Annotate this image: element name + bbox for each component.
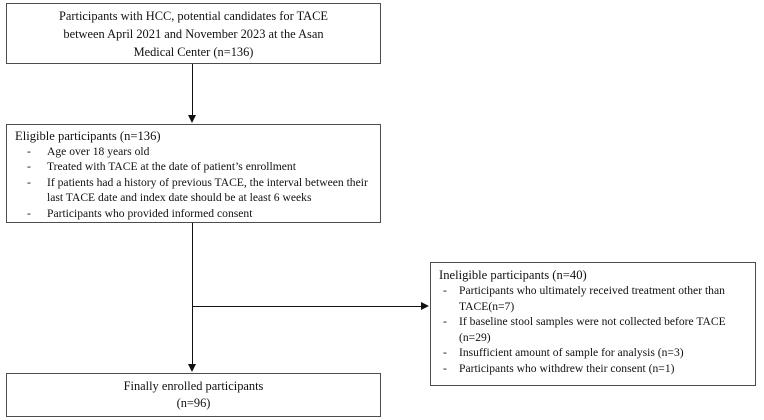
list-item: - If baseline stool samples were not col…	[437, 314, 749, 345]
list-item: - Participants who withdrew their consen…	[437, 361, 749, 377]
ineligible-reason-text: If baseline stool samples were not colle…	[459, 315, 726, 344]
node-screened-line-2: between April 2021 and November 2023 at …	[63, 26, 324, 41]
dash-bullet-icon: -	[443, 284, 447, 297]
eligible-criteria-list: - Age over 18 years old - Treated with T…	[13, 144, 374, 221]
ineligible-reason-text: Participants who withdrew their consent …	[459, 361, 675, 375]
dash-bullet-icon: -	[27, 160, 31, 174]
node-enrolled-line-2: (n=96)	[176, 396, 211, 410]
list-item: - Age over 18 years old	[13, 144, 374, 159]
list-item: - If patients had a history of previous …	[13, 175, 374, 206]
list-item: - Participants who provided informed con…	[13, 206, 374, 221]
node-screened-line-1: Participants with HCC, potential candida…	[59, 8, 328, 23]
node-screened-line-3: Medical Center (n=136)	[133, 44, 254, 59]
node-enrolled-line-1: Finally enrolled participants	[123, 379, 264, 393]
node-eligible-title: Eligible participants (n=136)	[15, 129, 161, 143]
ineligible-reasons-list: - Participants who ultimately received t…	[437, 283, 749, 377]
list-item: - Treated with TACE at the date of patie…	[13, 159, 374, 174]
ineligible-reason-text: Participants who ultimately received tre…	[459, 284, 725, 313]
list-item: - Participants who ultimately received t…	[437, 283, 749, 314]
dash-bullet-icon: -	[443, 346, 447, 360]
edge-eligible-to-enrolled-line	[192, 223, 193, 365]
dash-bullet-icon: -	[443, 361, 447, 375]
node-enrolled-text: Finally enrolled participants (n=96)	[124, 378, 264, 412]
eligible-criterion-text: If patients had a history of previous TA…	[47, 175, 368, 205]
node-ineligible-title: Ineligible participants (n=40)	[439, 268, 587, 282]
dash-bullet-icon: -	[27, 175, 31, 189]
ineligible-reason-text: Insufficient amount of sample for analys…	[459, 346, 684, 360]
eligible-criterion-text: Participants who provided informed conse…	[47, 206, 253, 220]
edge-eligible-to-ineligible-line	[192, 306, 422, 307]
edge-eligible-to-ineligible-arrowhead-icon	[421, 302, 429, 310]
dash-bullet-icon: -	[443, 315, 447, 329]
node-finally-enrolled-participants: Finally enrolled participants (n=96)	[6, 373, 381, 417]
dash-bullet-icon: -	[27, 206, 31, 220]
edge-screened-to-eligible-arrowhead-icon	[188, 115, 196, 123]
edge-eligible-to-enrolled-arrowhead-icon	[188, 364, 196, 372]
node-ineligible-participants: Ineligible participants (n=40) - Partici…	[430, 262, 756, 386]
list-item: - Insufficient amount of sample for anal…	[437, 345, 749, 361]
dash-bullet-icon: -	[27, 145, 31, 158]
node-eligible-participants: Eligible participants (n=136) - Age over…	[6, 124, 381, 223]
eligible-criterion-text: Treated with TACE at the date of patient…	[47, 160, 296, 174]
edge-screened-to-eligible-line	[192, 64, 193, 116]
node-screened-text: Participants with HCC, potential candida…	[51, 7, 336, 61]
node-screened-participants: Participants with HCC, potential candida…	[6, 3, 381, 64]
eligible-criterion-text: Age over 18 years old	[47, 145, 150, 158]
